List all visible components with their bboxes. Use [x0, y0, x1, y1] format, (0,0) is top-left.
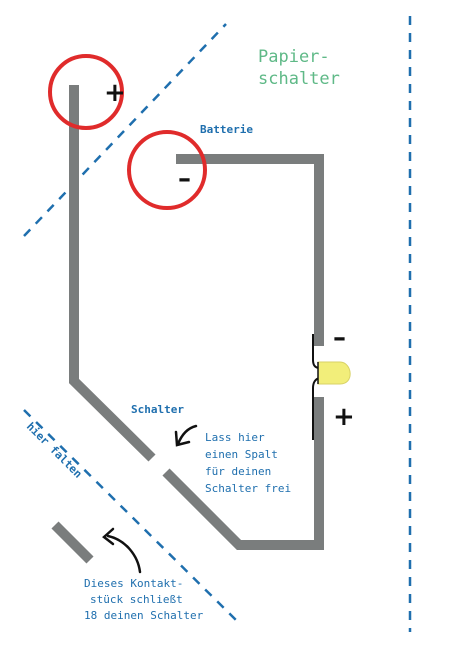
led-icon: [312, 334, 351, 440]
gap-note-line4: Schalter frei: [205, 482, 291, 495]
battery-label: Batterie: [200, 123, 253, 136]
left-wire-trace: [69, 85, 156, 462]
battery-minus-sign: –: [178, 164, 191, 194]
led-minus-sign: –: [333, 323, 346, 353]
diagram-title-line2: schalter: [258, 69, 340, 89]
led-plus-sign: +: [333, 402, 355, 432]
diagram-title-line1: Papier-: [258, 47, 330, 67]
switch-label: Schalter: [131, 403, 184, 416]
contact-note-line1: Dieses Kontakt-: [84, 577, 183, 590]
fold-label: hier falten: [24, 420, 85, 481]
curved-arrow-icon: [174, 424, 198, 447]
contact-arrow-icon: [102, 527, 142, 574]
battery-minus-terminal-icon: [127, 130, 207, 210]
upper-fold-line: [23, 23, 227, 237]
contact-piece: [51, 521, 94, 564]
contact-note-line3: 18 deinen Schalter: [84, 609, 204, 622]
gap-note-line2: einen Spalt: [205, 448, 278, 461]
battery-plus-sign: +: [104, 78, 126, 108]
gap-note-line3: für deinen: [205, 465, 271, 478]
right-wire-lower-trace: [162, 397, 324, 550]
right-wire-upper-trace: [176, 154, 324, 346]
contact-note-line2: stück schließt: [90, 593, 183, 606]
battery-plus-terminal-icon: [48, 54, 124, 130]
gap-note-line1: Lass hier: [205, 431, 265, 444]
